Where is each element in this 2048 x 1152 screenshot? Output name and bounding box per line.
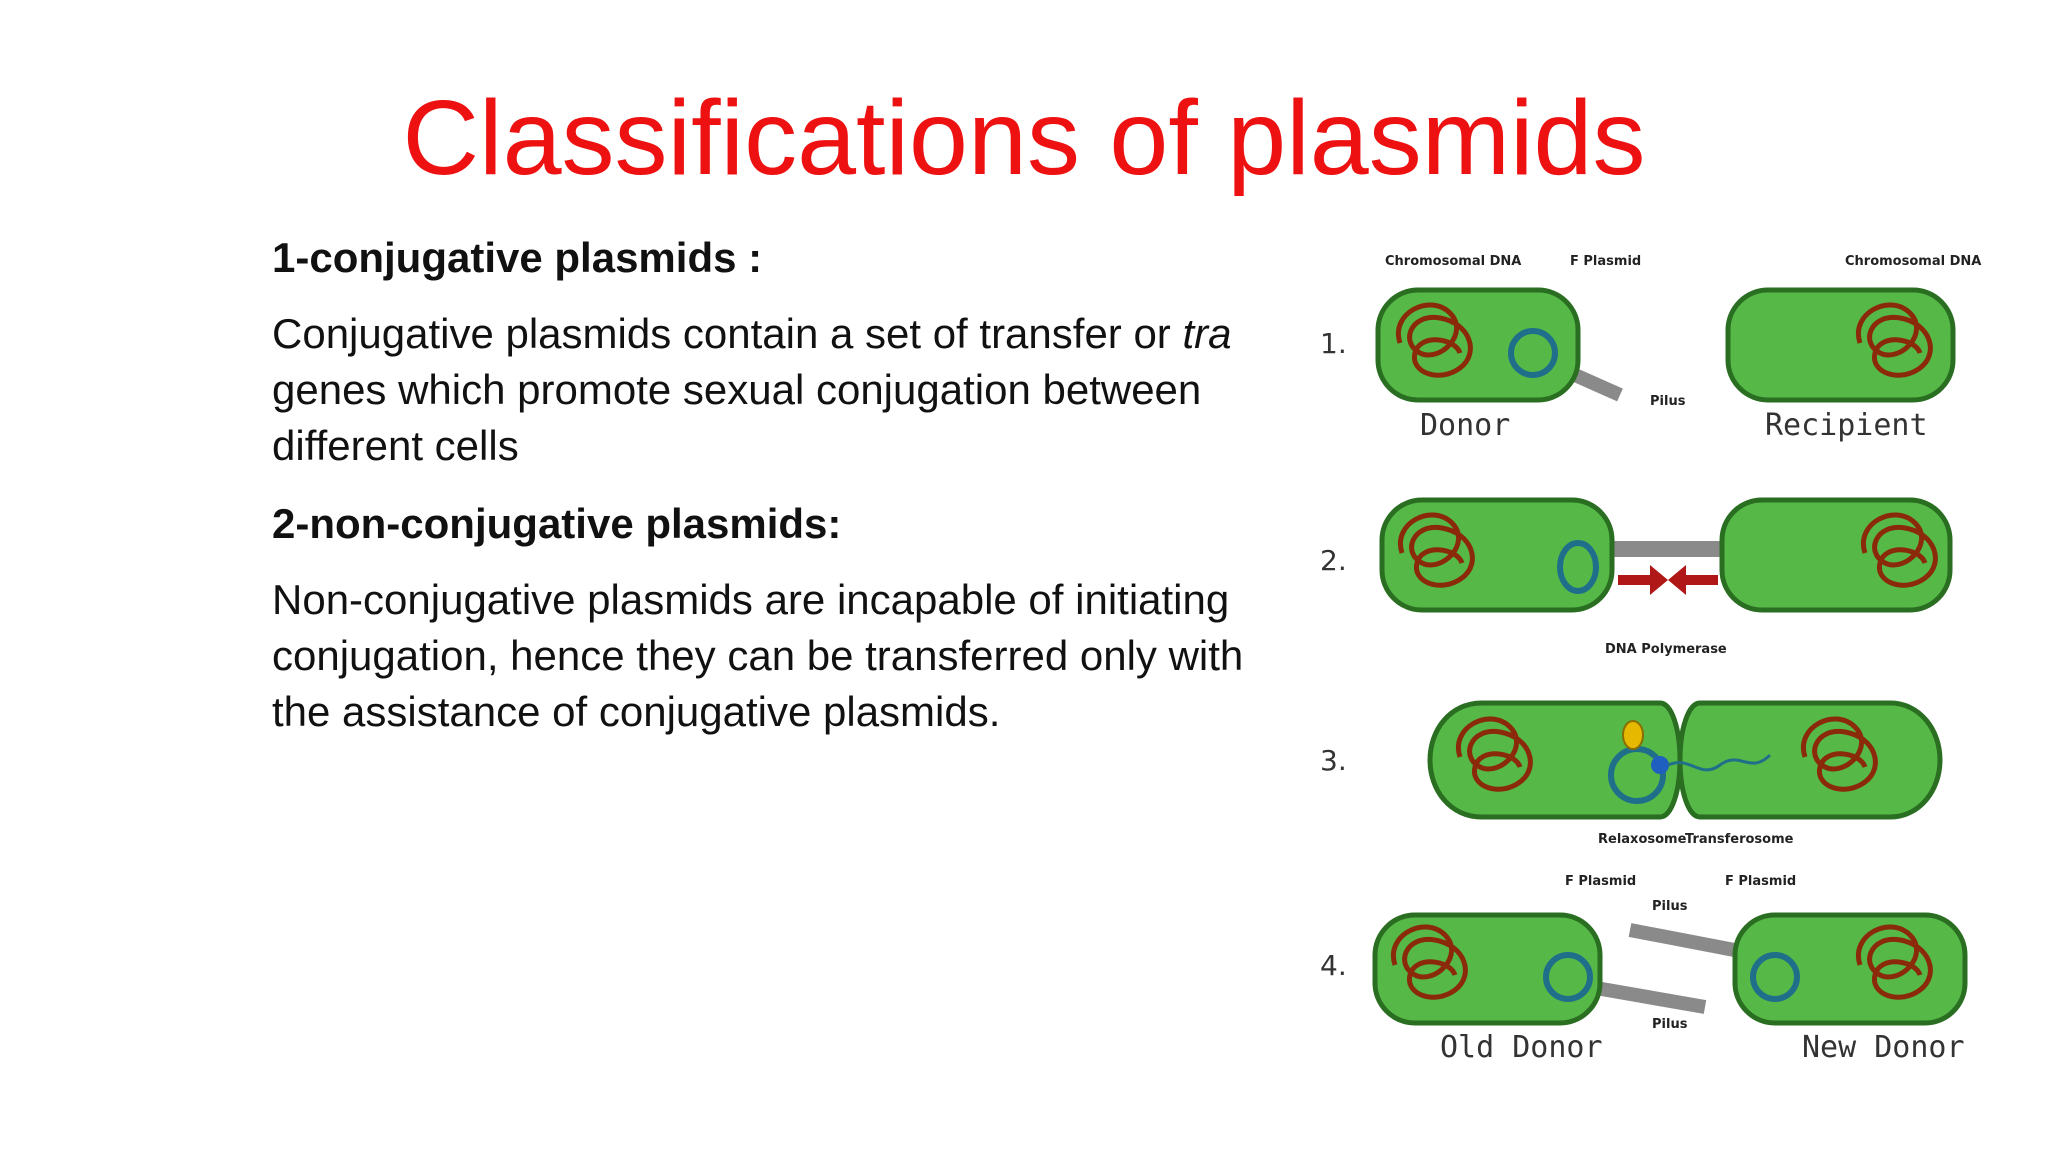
transferred-dna-strand [1667,753,1772,772]
f-plasmid-label: F Plasmid [1570,254,1641,269]
f-plasmid-label: F Plasmid [1565,874,1636,889]
donor-label: Donor [1420,408,1510,443]
section-heading-non-conjugative: 2-non-conjugative plasmids: [272,500,842,547]
body-text-part: Conjugative plasmids contain a set of tr… [272,310,1183,357]
slide-content: 1-conjugative plasmids : Conjugative pla… [272,230,1292,762]
section-body-conjugative: Conjugative plasmids contain a set of tr… [272,306,1292,474]
old-donor-label: Old Donor [1440,1030,1603,1065]
recipient-cell [1677,700,1943,820]
f-plasmid-shape [1543,952,1593,1002]
donor-cell [1375,287,1581,403]
arrow-right-icon [1618,565,1668,595]
conjugation-diagram: 1. Chromosomal DNA F Plasmid Chromosomal… [1320,254,1981,1065]
f-plasmid-shape [1557,540,1599,594]
f-plasmid-shape [1750,952,1800,1002]
relaxosome-label: Relaxosome [1598,832,1687,847]
f-plasmid-shape [1508,328,1558,378]
recipient-label: Recipient [1765,408,1928,443]
arrow-left-icon [1668,565,1718,595]
dna-polymerase-label: DNA Polymerase [1605,642,1727,657]
section-heading-conjugative: 1-conjugative plasmids : [272,234,763,281]
section-body-non-conjugative: Non-conjugative plasmids are incapable o… [272,576,1244,735]
recipient-cell [1725,287,1956,403]
transferosome-label: Transferosome [1685,832,1794,847]
step-number-4: 4. [1320,949,1347,982]
f-plasmid-label: F Plasmid [1725,874,1796,889]
pilus-label: Pilus [1652,1017,1688,1032]
pilus [1628,923,1752,960]
tra-italic-text: tra [1182,310,1232,357]
pilus-label: Pilus [1650,394,1686,409]
body-text-part: genes which promote sexual conjugation b… [272,366,1202,469]
pilus-label: Pilus [1652,899,1688,914]
chromosomal-dna-label: Chromosomal DNA [1845,254,1981,269]
relaxosome-shape [1651,756,1669,774]
step-number-1: 1. [1320,327,1347,360]
slide-title: Classifications of plasmids [402,79,1646,197]
dna-polymerase-shape [1622,720,1644,750]
step-number-3: 3. [1320,744,1347,777]
new-donor-label: New Donor [1802,1030,1965,1065]
step-number-2: 2. [1320,544,1347,577]
chromosomal-dna-label: Chromosomal DNA [1385,254,1521,269]
